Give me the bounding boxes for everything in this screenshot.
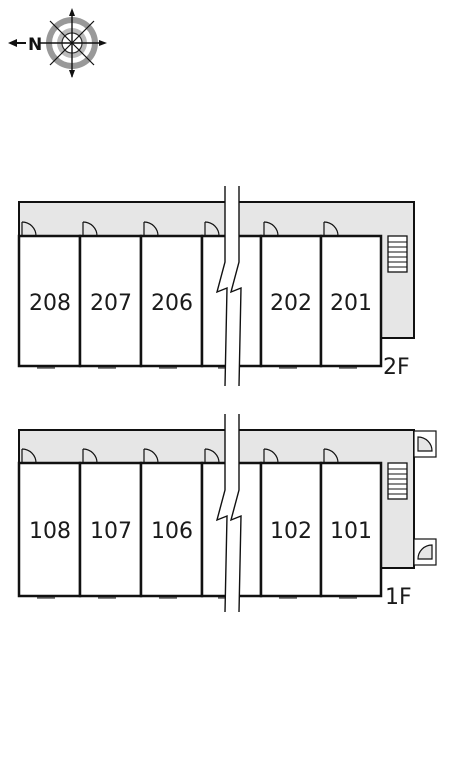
door-arc-icon xyxy=(21,448,339,464)
unit-102 xyxy=(259,461,323,598)
unit-label: 106 xyxy=(151,519,193,544)
entrance-door-icon xyxy=(413,538,437,566)
unit-label: 202 xyxy=(270,291,312,316)
unit-207 xyxy=(78,234,143,368)
unit-106 xyxy=(139,461,204,598)
floor-label: 2F xyxy=(383,355,410,380)
unit-label: 107 xyxy=(90,519,132,544)
unit-206 xyxy=(139,234,204,368)
floor-label: 1F xyxy=(385,585,412,610)
compass-icon xyxy=(8,8,107,78)
north-label: N xyxy=(28,35,42,55)
unit-label: 101 xyxy=(330,519,372,544)
unit-107 xyxy=(78,461,143,598)
staircase-icon xyxy=(387,462,408,500)
unit-108 xyxy=(17,461,82,598)
unit-label: 102 xyxy=(270,519,312,544)
unit-label: 207 xyxy=(90,291,132,316)
unit-208 xyxy=(17,234,82,368)
north-arrow-icon xyxy=(8,39,17,47)
unit-label: 108 xyxy=(29,519,71,544)
unit-label: 206 xyxy=(151,291,193,316)
floor-1f: 108 107 106 102 101 1F xyxy=(17,414,437,613)
door-arc-icon xyxy=(21,221,339,237)
break-line xyxy=(215,186,242,387)
entrance-door-icon xyxy=(413,430,437,458)
unit-101 xyxy=(319,461,383,598)
break-line xyxy=(215,414,242,613)
unit-label: 208 xyxy=(29,291,71,316)
floor-2f: 208 207 206 202 201 2F xyxy=(17,186,415,387)
staircase-icon xyxy=(387,235,408,273)
unit-label: 201 xyxy=(330,291,372,316)
unit-201 xyxy=(319,234,383,368)
